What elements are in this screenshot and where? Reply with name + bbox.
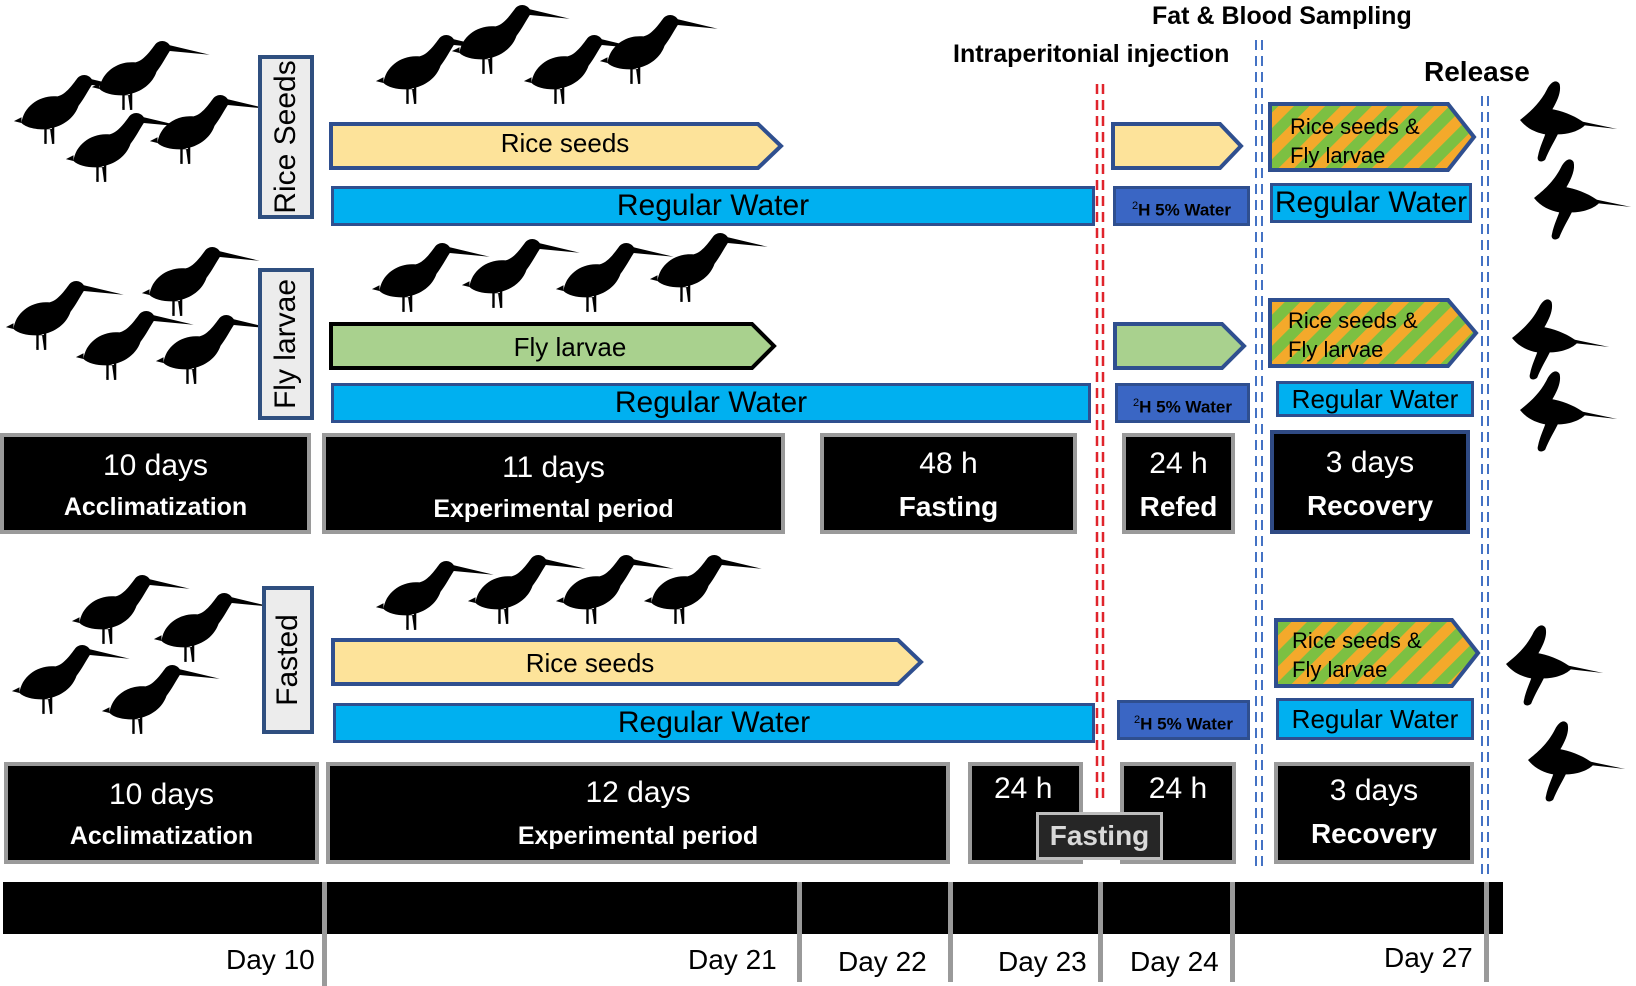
phase-fasting-48h: 48 h Fasting <box>820 433 1077 534</box>
refed-arrow-rice <box>1111 122 1244 170</box>
phase-acclimatization: 10 days Acclimatization <box>0 433 311 534</box>
diet-label-rice: Rice seeds <box>500 128 630 158</box>
bird-flying-icon <box>1506 81 1632 802</box>
diet-arrow-fasted <box>331 638 924 686</box>
phase-experimental-fasted: 12 days Experimental period <box>326 762 950 864</box>
diet-arrow-fly <box>329 322 777 370</box>
fat-blood-sampling-label: Fat & Blood Sampling <box>1152 2 1412 30</box>
diet-label-fasted: Rice seeds <box>525 648 655 678</box>
refed-arrow-fly <box>1113 322 1247 370</box>
day-label-10: Day 10 <box>226 944 315 975</box>
diet-arrow-rice <box>329 122 784 170</box>
phase-recovery-fasted: 3 days Recovery <box>1274 762 1474 864</box>
day-label-24: Day 24 <box>1130 946 1219 977</box>
phase-experimental: 11 days Experimental period <box>322 433 785 534</box>
recovery-water-fasted: Regular Water <box>1276 698 1474 740</box>
release-label: Release <box>1424 56 1530 87</box>
timeline-ticks <box>322 882 1489 986</box>
recovery-diet-rice: Rice seeds & Fly larvae <box>1290 114 1420 168</box>
day-label-23: Day 23 <box>998 946 1087 977</box>
sampling-line <box>1255 40 1263 870</box>
recovery-diet-fasted: Rice seeds & Fly larvae <box>1292 628 1422 682</box>
group-label-fly: Fly larvae <box>258 268 314 420</box>
h2-water-fly: 2H 5% Water <box>1115 383 1250 423</box>
injection-label: Intraperitonial injection <box>953 40 1230 68</box>
phase-refed: 24 h Refed <box>1122 433 1235 534</box>
recovery-diet-fly: Rice seeds & Fly larvae <box>1288 308 1418 362</box>
day-label-27: Day 27 <box>1384 942 1473 973</box>
recovery-arrow-fly <box>1268 298 1479 368</box>
water-bar-rice: Regular Water <box>331 186 1095 226</box>
release-line <box>1481 96 1489 880</box>
group-label-fasted: Fasted <box>262 586 314 734</box>
phase-acclimatization-fasted: 10 days Acclimatization <box>4 762 319 864</box>
water-bar-fasted: Regular Water <box>333 703 1095 743</box>
h2-water-rice: 2H 5% Water <box>1113 186 1250 226</box>
h2-water-fasted: 2H 5% Water <box>1117 700 1250 740</box>
day-label-21: Day 21 <box>688 944 777 975</box>
phase-recovery: 3 days Recovery <box>1270 430 1470 534</box>
fasting-badge: Fasting <box>1036 812 1163 860</box>
diet-label-fly: Fly larvae <box>513 332 627 362</box>
timeline-bar <box>3 882 1503 934</box>
recovery-water-rice: Regular Water <box>1270 183 1472 223</box>
injection-line <box>1095 84 1105 800</box>
group-label-rice: Rice Seeds <box>258 55 314 219</box>
recovery-arrow-rice <box>1268 102 1477 172</box>
day-label-22: Day 22 <box>838 946 927 977</box>
recovery-water-fly: Regular Water <box>1276 381 1474 417</box>
water-bar-fly: Regular Water <box>331 383 1091 423</box>
recovery-arrow-fasted <box>1274 618 1481 688</box>
